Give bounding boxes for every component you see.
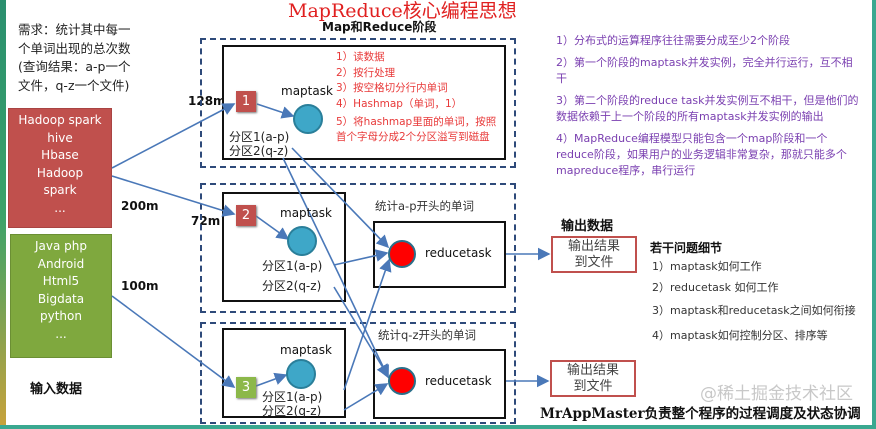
file1-size: 200m: [121, 199, 159, 213]
reducetask-label: reducetask: [425, 374, 492, 388]
split-block-1: 1: [236, 91, 256, 112]
line: python: [40, 309, 82, 323]
line: Java php: [34, 239, 87, 253]
maptask-label: maptask: [280, 343, 332, 357]
arrow-split3-map3: [255, 372, 288, 387]
reduce2-caption: 统计q-z开头的单词: [378, 328, 476, 342]
partition1-label: 分区1(a-p): [262, 259, 323, 273]
maptask-node: [293, 104, 323, 134]
step: 1）读数据: [336, 51, 385, 63]
arrow-split2-map2: [255, 215, 290, 240]
arrow-map1-reduce2: [282, 157, 389, 379]
step: 2）按行处理: [336, 66, 396, 79]
partition1-label: 分区1(a-p): [229, 130, 290, 144]
line: ...: [54, 200, 66, 215]
partition2-label: 分区2(q-z): [262, 279, 322, 293]
arrow-map3-reduce2: [343, 383, 389, 411]
map-steps: 1）读数据 2）按行处理 3）按空格切分行内单词 4）Hashmap（单词，1）…: [336, 50, 504, 144]
partition1-label: 分区1(a-p): [262, 390, 323, 404]
slide-left-border: [0, 0, 6, 429]
stage-title: Map和Reduce阶段: [322, 20, 437, 34]
maptask-node: [287, 226, 317, 256]
line: Bigdata: [37, 291, 85, 306]
watermark: @稀土掘金技术社区: [700, 384, 853, 404]
questions-title: 若干问题细节: [650, 241, 723, 255]
slide-bottom-border: [0, 425, 876, 429]
partition2-label: 分区2(q-z): [262, 404, 322, 418]
input-file-1: Hadoop spark hive Hbase Hadoop spark ...: [8, 108, 112, 228]
stage-group-3: [200, 322, 516, 424]
requirement-text: 需求：统计其中每一个单词出现的总次数(查询结果：a-p一个文件，q-z一个文件): [18, 22, 131, 93]
output-line: 输出结果: [566, 363, 619, 378]
maptask-label: maptask: [281, 84, 333, 98]
reducetask-node: [388, 367, 416, 395]
arrow-map2-reduce2: [333, 286, 389, 378]
maptask-box-1: [222, 45, 506, 160]
line: Hbase: [41, 148, 79, 162]
principle-notes: 1）分布式的运算程序往往需要分成至少2个阶段 2）第一个阶段的maptask并发…: [556, 33, 861, 185]
file2-size: 100m: [121, 279, 159, 293]
question-item: 2）reducetask 如何工作: [652, 281, 779, 294]
question-item: 1）maptask如何工作: [652, 260, 762, 273]
split2-size: 72m: [191, 214, 221, 228]
footer-note: MrAppMaster负责整个程序的过程调度及状态协调: [540, 406, 861, 422]
arrow-map2-reduce1: [333, 249, 389, 266]
arrow-file2-split3: [111, 295, 236, 388]
output-line: 到文件: [573, 379, 613, 394]
maptask-node: [286, 359, 316, 389]
output-file-1: 输出结果 到文件: [551, 236, 637, 273]
line: Hadoop spark: [18, 113, 102, 127]
line: hive: [47, 130, 73, 145]
slide-right-border: [872, 0, 876, 429]
output-line: 到文件: [574, 255, 614, 270]
line: Html5: [42, 274, 80, 288]
split1-size: 128m: [188, 94, 226, 108]
question-item: 3）maptask和reducetask之间如何衔接: [652, 304, 856, 317]
question-item: 4）maptask如何控制分区、排序等: [652, 329, 828, 342]
split-block-3: 3: [236, 377, 256, 398]
partition2-label: 分区2(q-z): [229, 144, 289, 158]
line: ...: [55, 326, 67, 341]
map-stage-group-1: [200, 38, 516, 168]
input-file-2: Java php Android Html5 Bigdata python ..…: [10, 234, 112, 358]
line: Hadoop: [36, 165, 84, 180]
reducetask-node: [388, 240, 416, 268]
split-block-2: 2: [236, 205, 256, 226]
reduce1-caption: 统计a-p开头的单词: [375, 199, 474, 213]
note: 1）分布式的运算程序往往需要分成至少2个阶段: [556, 34, 790, 47]
maptask-label: maptask: [280, 206, 332, 220]
step: 5）将hashmap里面的单词，按照首个字母分成2个分区溢写到磁盘: [336, 116, 497, 143]
step: 4）Hashmap（单词，1）: [336, 97, 463, 110]
reducetask-label: reducetask: [425, 246, 492, 260]
output-data-label: 输出数据: [561, 219, 614, 234]
note: 3）第二个阶段的reduce task并发实例互不相干，但是他们的数据依赖于上一…: [556, 94, 859, 123]
arrow-map1-reduce1: [291, 147, 390, 249]
output-line: 输出结果: [567, 239, 620, 254]
input-data-label: 输入数据: [30, 382, 83, 397]
stage-group-2: [200, 183, 516, 313]
arrow-split1-map1: [256, 103, 295, 119]
step: 3）按空格切分行内单词: [336, 82, 448, 94]
note: 2）第一个阶段的maptask并发实例，完全并行运行，互不相干: [556, 56, 853, 85]
arrow-file1-split1: [111, 103, 236, 169]
line: spark: [43, 183, 77, 197]
output-file-2: 输出结果 到文件: [550, 360, 636, 397]
arrow-file1-split2: [111, 175, 236, 217]
line: Android: [37, 256, 85, 271]
note: 4）MapReduce编程模型只能包含一个map阶段和一个reduce阶段，如果…: [556, 132, 847, 177]
arrow-map3-reduce1: [343, 258, 392, 391]
slide-title: MapReduce核心编程思想: [288, 0, 517, 22]
